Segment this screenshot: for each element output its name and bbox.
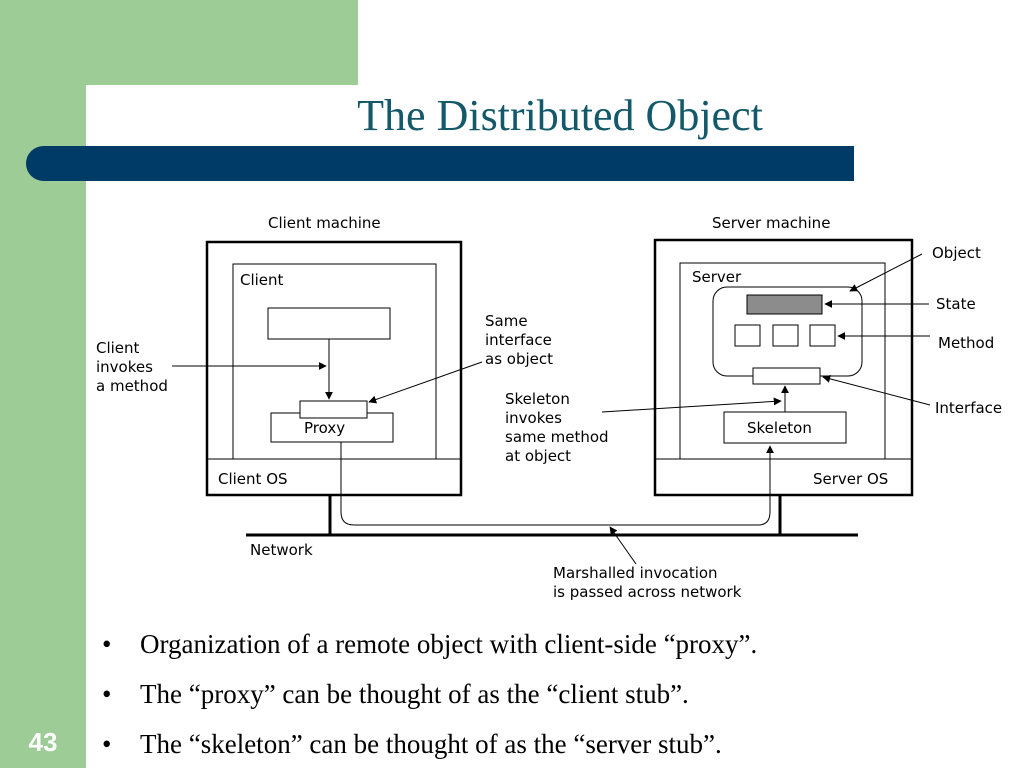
callout-line: interface	[485, 331, 552, 349]
invocation-path	[340, 442, 774, 526]
proxy-label: Proxy	[304, 419, 345, 437]
client-invokes-callout: Client invokes a method	[96, 339, 168, 395]
callout-line: at object	[505, 447, 571, 465]
marshalled-callout: Marshalled invocation is passed across n…	[553, 564, 742, 601]
state-callout: State	[936, 295, 976, 313]
object-callout: Object	[932, 244, 981, 262]
callout-line: invokes	[505, 409, 562, 427]
same-interface-callout: Same interface as object	[485, 312, 557, 368]
marshalled-arrow	[609, 526, 637, 565]
network-label: Network	[250, 541, 313, 559]
callout-line: Marshalled invocation	[553, 564, 718, 582]
bullet-item: The “proxy” can be thought of as the “cl…	[100, 672, 1000, 722]
slide-title: The Distributed Object	[357, 91, 763, 140]
top-accent-block	[0, 0, 358, 85]
client-label: Client	[240, 271, 284, 289]
bullet-list: Organization of a remote object with cli…	[100, 622, 1000, 772]
bullet-item: Organization of a remote object with cli…	[100, 622, 1000, 672]
callout-line: as object	[485, 350, 553, 368]
method-box-1	[734, 324, 761, 347]
server-machine-label: Server machine	[712, 214, 830, 232]
slide-number: 43	[28, 727, 58, 757]
method-box-3	[809, 324, 836, 347]
interface-pointer	[822, 374, 931, 406]
skeleton-invokes-callout: Skeleton invokes same method at object	[505, 390, 613, 465]
callout-line: Client	[96, 339, 140, 357]
callout-line: Same	[485, 312, 528, 330]
title-underline-bar	[26, 146, 854, 181]
callout-line: invokes	[96, 358, 153, 376]
skeleton-invokes-pointer	[601, 397, 782, 413]
object-interface-box	[752, 367, 821, 385]
client-code-box	[267, 307, 391, 340]
interface-callout: Interface	[935, 399, 1002, 417]
method-callout: Method	[938, 334, 994, 352]
callout-line: a method	[96, 377, 168, 395]
callout-line: same method	[505, 428, 609, 446]
client-os-label: Client OS	[218, 470, 288, 488]
method-box-2	[772, 324, 799, 347]
bullet-item: The “skeleton” can be thought of as the …	[100, 722, 1000, 772]
skeleton-box	[723, 411, 847, 444]
object-pointer	[849, 253, 923, 292]
state-box	[746, 294, 823, 315]
callout-line: Skeleton	[505, 390, 570, 408]
client-machine-label: Client machine	[268, 214, 381, 232]
client-machine-box	[205, 240, 463, 497]
server-machine-box	[653, 238, 914, 497]
proxy-interface-overlay	[299, 400, 368, 419]
server-label: Server	[692, 268, 742, 286]
callout-line: is passed across network	[553, 583, 742, 601]
skeleton-label: Skeleton	[747, 419, 812, 437]
server-os-label: Server OS	[813, 470, 888, 488]
same-interface-pointer	[368, 361, 483, 404]
left-accent-bar	[0, 0, 86, 768]
